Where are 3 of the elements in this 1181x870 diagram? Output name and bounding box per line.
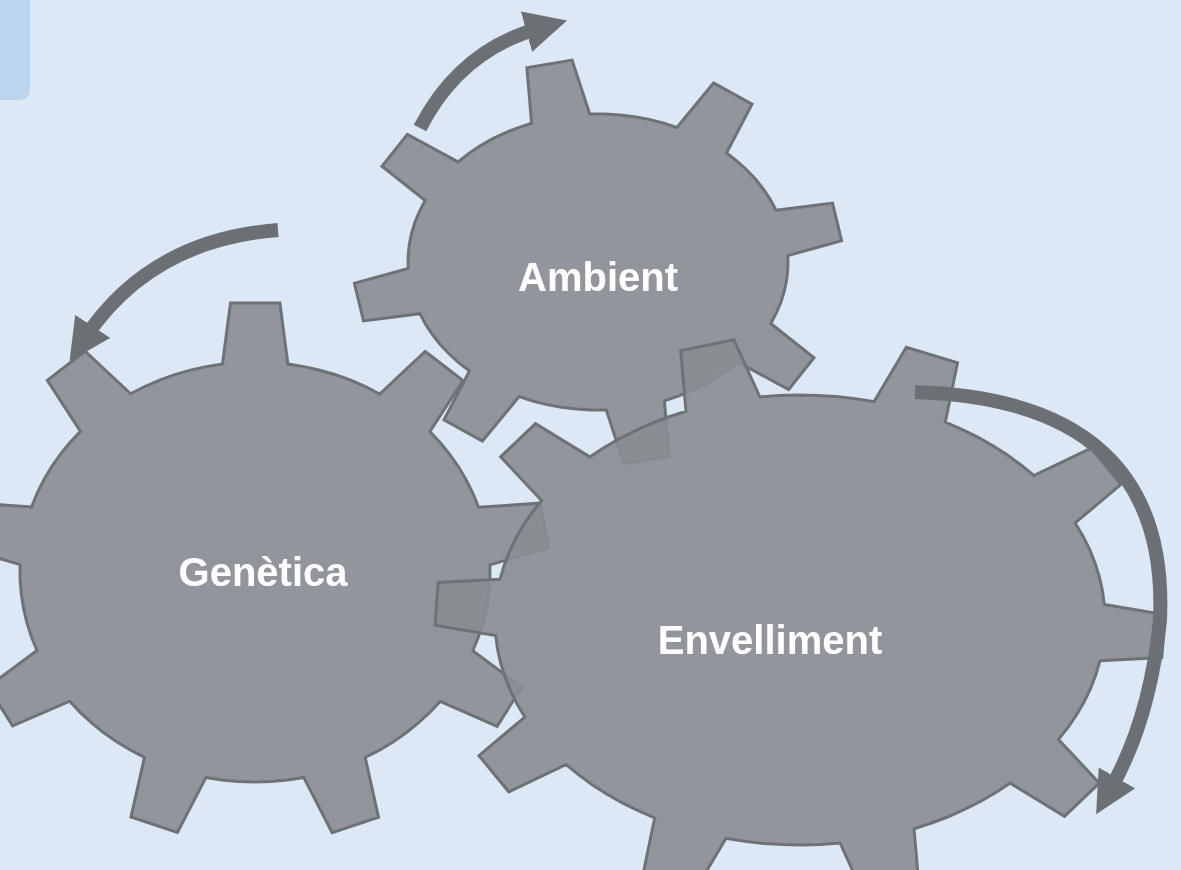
gear-label: Envelliment: [657, 617, 883, 663]
gear-label: Ambient: [518, 254, 678, 300]
gear-label: Genètica: [178, 549, 348, 595]
